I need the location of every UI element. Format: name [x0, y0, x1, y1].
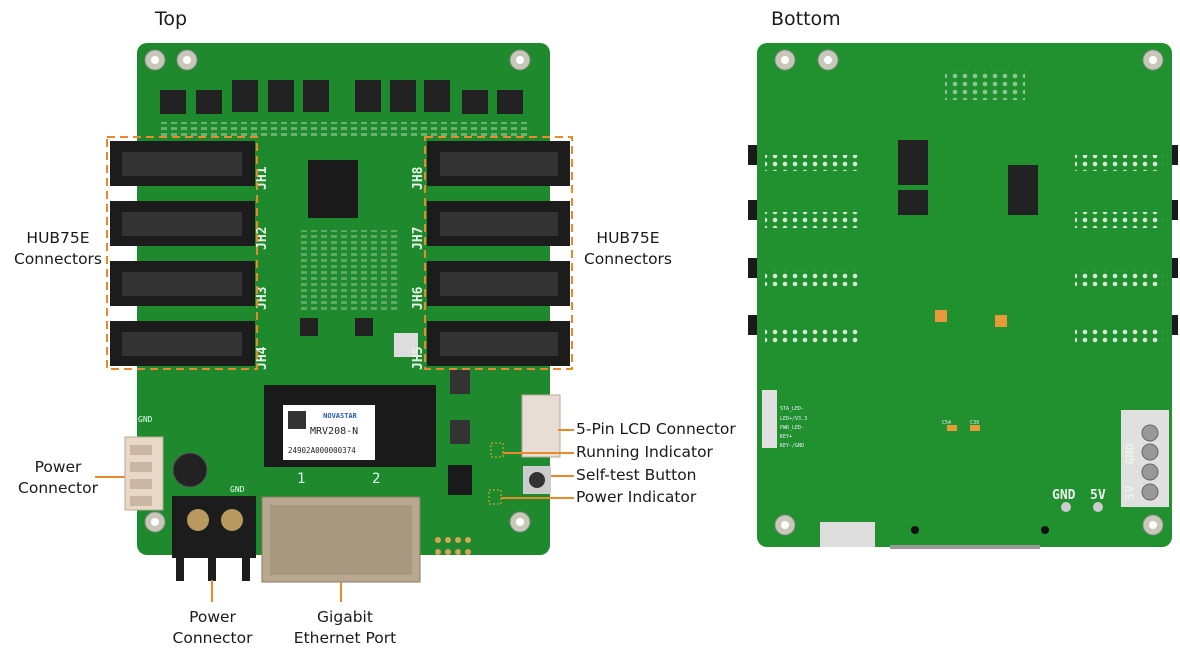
- label-line: HUB75E: [596, 229, 660, 247]
- silk-port-1: 1: [297, 471, 305, 487]
- lcd-pin-label: STA_LED-: [780, 406, 804, 412]
- jh-label: JH8: [411, 166, 426, 190]
- lcd-pin-label: PWR_LED-: [780, 425, 804, 431]
- jh-label: JH6: [411, 286, 426, 310]
- module-serial: 24902A000000374: [288, 446, 356, 455]
- label-line: Connector: [172, 629, 253, 647]
- jh-label: JH2: [255, 227, 270, 250]
- silk-port-2: 2: [372, 471, 380, 487]
- module-model: MRV208-N: [310, 426, 358, 437]
- label-line: HUB75E: [26, 229, 90, 247]
- jh-label: JH3: [255, 287, 270, 310]
- capacitor: [172, 452, 208, 488]
- jh-label: JH4: [255, 346, 270, 370]
- bottom-pcb: [757, 43, 1172, 547]
- leader-line: [503, 452, 574, 454]
- terminal-5v: 5V: [1123, 486, 1137, 500]
- terminal-gnd: GND: [1123, 443, 1137, 465]
- leader-line: [95, 476, 125, 478]
- jh-label: JH1: [255, 166, 270, 190]
- label-line: Gigabit: [317, 608, 373, 626]
- power-terminal-block: [172, 496, 256, 558]
- hub75e-left-label: HUB75E Connectors: [12, 228, 104, 270]
- bottom-view-title: Bottom: [771, 8, 841, 30]
- running-indicator-label: Running Indicator: [576, 443, 713, 461]
- leader-line: [501, 497, 574, 499]
- label-line: Power: [34, 458, 82, 476]
- silk-gnd: GND: [1052, 488, 1076, 503]
- silk-gnd-terminal: GND: [230, 485, 245, 494]
- driver-ics: [160, 80, 523, 114]
- top-board: NOVASTAR MRV208-N 24902A000000374 1 2 GN…: [106, 43, 573, 583]
- label-line: Connectors: [13, 250, 103, 268]
- cap-label: C39: [970, 420, 979, 426]
- label-line: Ethernet Port: [293, 629, 397, 647]
- fpga-chip: [308, 160, 358, 218]
- lcd-pin-label: KEY-/GND: [780, 443, 804, 449]
- leader-line: [558, 429, 574, 431]
- self-test-button-label: Self-test Button: [576, 466, 697, 484]
- lcd-pin-header: [762, 390, 777, 448]
- running-indicator-led: [490, 442, 504, 458]
- cap-label: C54: [942, 420, 951, 426]
- top-view-title: Top: [155, 8, 188, 30]
- silk-gnd-connector: GND: [138, 415, 153, 424]
- bottom-board: C54 C39 STA_LED- LED+/V3.3 PWR_LED- KEY+…: [748, 43, 1178, 549]
- hub75e-connectors-left: [110, 141, 255, 366]
- lcd-pin-label: KEY+: [780, 434, 792, 440]
- power-indicator-label: Power Indicator: [576, 488, 697, 506]
- jh-label: JH5: [411, 347, 426, 370]
- lcd-connector-label: 5-Pin LCD Connector: [576, 420, 736, 438]
- hub-left-highlight: [106, 136, 258, 370]
- hub-right-highlight: [424, 136, 573, 370]
- leader-line: [340, 582, 342, 602]
- leader-line: [211, 580, 213, 602]
- lcd-connector: [521, 394, 561, 458]
- leader-line: [551, 475, 574, 477]
- qr-code-icon: [288, 411, 306, 429]
- hub75e-connectors-right: [427, 141, 570, 366]
- lcd-pin-label: LED+/V3.3: [780, 416, 807, 422]
- jh-label: JH7: [411, 227, 426, 250]
- power-indicator-led: [488, 489, 502, 505]
- label-line: Connector: [18, 479, 98, 497]
- label-line: Power: [189, 608, 236, 626]
- label-line: Connectors: [583, 250, 673, 268]
- module-brand: NOVASTAR: [323, 412, 358, 420]
- hub75e-right-label: HUB75E Connectors: [578, 228, 678, 270]
- silk-5v: 5V: [1090, 488, 1106, 503]
